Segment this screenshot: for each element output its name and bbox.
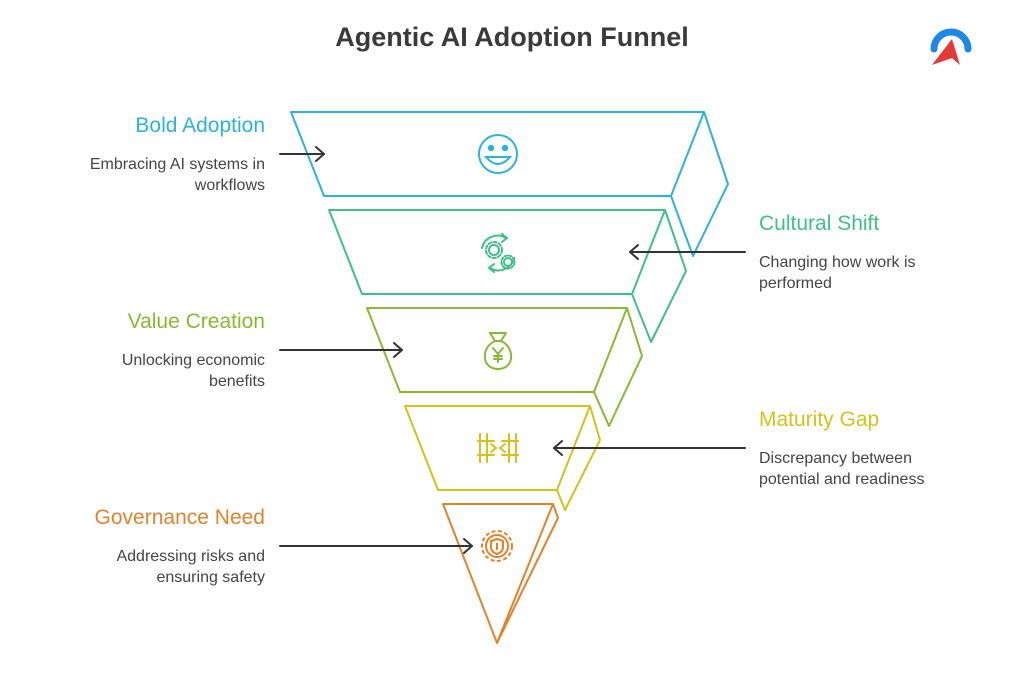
- stage-title-cultural-shift: Cultural Shift: [759, 212, 880, 235]
- shield-gear-icon: [481, 530, 513, 562]
- arrow-bold-adoption: [279, 146, 325, 162]
- gears-cycle-icon: [481, 233, 516, 273]
- stage-desc-maturity-gap: Discrepancy between potential and readin…: [759, 448, 924, 490]
- page-title: Agentic AI Adoption Funnel: [335, 22, 689, 52]
- desc-line: potential and readiness: [759, 471, 925, 488]
- funnel-layer-value-creation: [366, 307, 643, 427]
- arrow-governance-need: [279, 538, 473, 554]
- stage-desc-cultural-shift: Changing how work is performed: [759, 252, 916, 294]
- desc-line: Addressing risks and: [116, 548, 265, 565]
- arrow-value-creation: [279, 342, 403, 358]
- funnel-layer-bold-adoption: [290, 111, 729, 257]
- arrow-cultural-shift: [629, 244, 746, 260]
- funnel-layer-governance-need: [442, 503, 559, 644]
- stage-desc-governance-need: Addressing risks and ensuring safety: [116, 546, 265, 588]
- funnel-layer-cultural-shift: [328, 209, 687, 343]
- desc-line: Discrepancy between: [759, 450, 912, 467]
- desc-line: Unlocking economic: [121, 352, 265, 369]
- arrow-maturity-gap: [553, 440, 746, 456]
- desc-line: performed: [759, 275, 832, 292]
- desc-line: benefits: [208, 373, 265, 390]
- money-bag-icon: [483, 332, 513, 370]
- desc-line: Embracing AI systems in: [89, 156, 265, 173]
- stage-title-bold-adoption: Bold Adoption: [135, 114, 265, 137]
- brand-logo-icon: [930, 28, 972, 65]
- smiley-face-icon: [478, 134, 518, 174]
- funnel-layer-maturity-gap: [404, 405, 601, 511]
- stage-title-maturity-gap: Maturity Gap: [759, 408, 880, 431]
- desc-line: workflows: [194, 177, 265, 194]
- stage-desc-value-creation: Unlocking economic benefits: [122, 350, 265, 392]
- stage-title-governance-need: Governance Need: [94, 506, 265, 529]
- desc-line: ensuring safety: [156, 569, 265, 586]
- stage-title-value-creation: Value Creation: [127, 310, 265, 333]
- desc-line: Changing how work is: [759, 254, 916, 271]
- stage-desc-bold-adoption: Embracing AI systems in workflows: [90, 154, 265, 196]
- gap-bars-icon: [477, 433, 519, 463]
